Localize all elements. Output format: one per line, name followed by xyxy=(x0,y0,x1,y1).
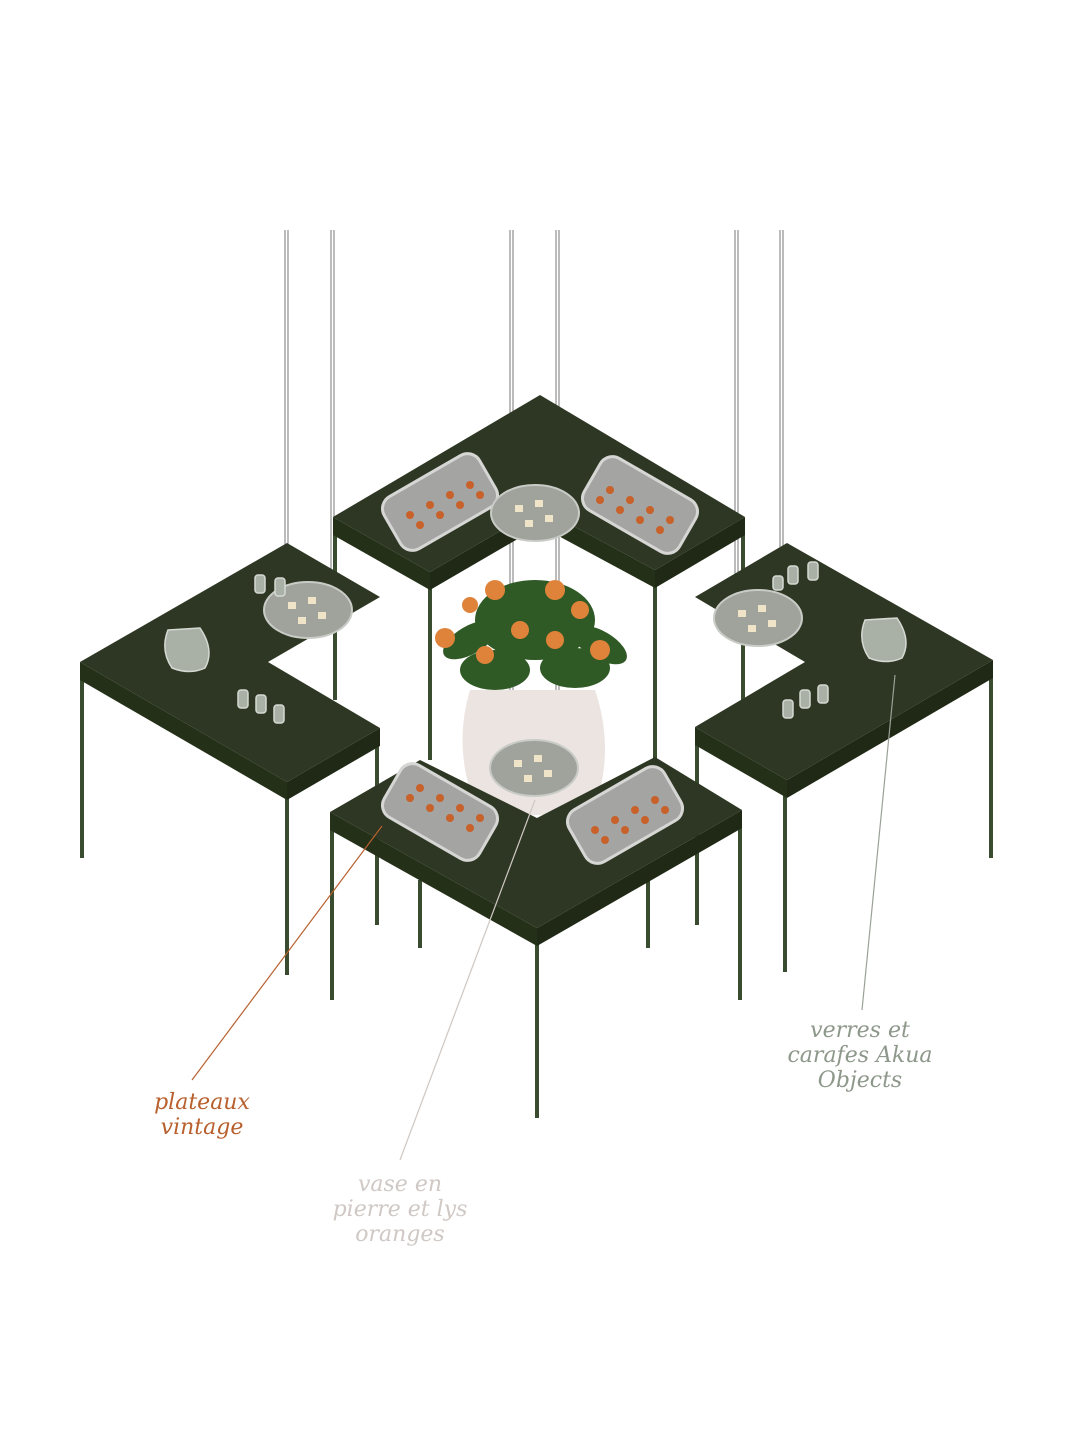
carafes-and-glasses xyxy=(164,561,907,724)
trays-label: plateaux vintage xyxy=(154,1090,250,1140)
vase-label: vase en pierre et lys oranges xyxy=(332,1172,468,1247)
plates xyxy=(263,484,803,797)
biscuits xyxy=(288,500,776,782)
vintage-trays xyxy=(380,452,700,865)
vase-leader-line xyxy=(399,799,536,1161)
glassware-label: verres et carafes Akua Objects xyxy=(787,1018,933,1093)
glassware-leader-line xyxy=(861,674,896,1011)
trays-leader-line xyxy=(191,825,383,1081)
